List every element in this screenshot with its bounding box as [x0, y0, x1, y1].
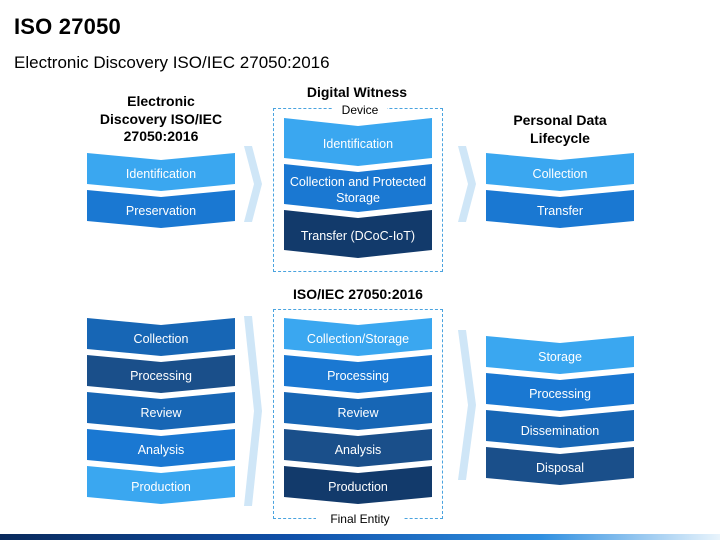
footer-gradient-bar	[0, 534, 720, 540]
process-step-label: Collection	[532, 167, 588, 182]
process-step-label: Analysis	[137, 443, 185, 458]
process-step-chevron: Processing	[284, 355, 432, 393]
process-step-chevron: Storage	[486, 336, 634, 374]
process-step-chevron: Production	[87, 466, 235, 504]
process-step-chevron: Processing	[87, 355, 235, 393]
process-step-chevron: Collection and Protected Storage	[284, 164, 432, 212]
slide-title: ISO 27050	[14, 14, 121, 39]
process-step-chevron: Processing	[486, 373, 634, 411]
process-step-label: Collection	[133, 332, 189, 347]
process-step-label: Storage	[538, 350, 582, 365]
process-step-chevron: Disposal	[486, 447, 634, 485]
final-entity-tag: Final Entity	[316, 511, 404, 527]
arrow-bottom-left-icon	[244, 316, 262, 506]
slide-subtitle: Electronic Discovery ISO/IEC 27050:2016	[14, 53, 330, 72]
process-step-chevron: Collection	[486, 153, 634, 191]
arrow-top-right-icon	[458, 146, 476, 222]
process-step-label: Collection and Protected Storage	[289, 175, 427, 205]
process-step-label: Review	[337, 406, 379, 421]
top-center-heading: Digital Witness	[306, 84, 408, 100]
process-step-chevron: Collection	[87, 318, 235, 356]
process-step-chevron: Analysis	[87, 429, 235, 467]
process-step-chevron: Transfer (DCoC-IoT)	[284, 210, 432, 258]
process-step-label: Production	[328, 480, 388, 495]
process-step-label: Transfer	[536, 204, 584, 219]
process-step-label: Review	[140, 406, 182, 421]
device-tag: Device	[333, 102, 387, 118]
process-step-label: Processing	[130, 369, 192, 384]
process-step-label: Production	[131, 480, 191, 495]
process-step-label: Processing	[327, 369, 389, 384]
process-step-label: Preservation	[125, 204, 197, 219]
process-step-chevron: Dissemination	[486, 410, 634, 448]
process-step-label: Transfer (DCoC-IoT)	[300, 229, 416, 244]
process-step-label: Identification	[125, 167, 197, 182]
process-step-chevron: Collection/Storage	[284, 318, 432, 356]
process-step-label: Identification	[322, 137, 394, 152]
process-step-chevron: Production	[284, 466, 432, 504]
process-step-chevron: Review	[284, 392, 432, 430]
process-step-chevron: Identification	[87, 153, 235, 191]
arrow-top-left-icon	[244, 146, 262, 222]
process-step-label: Analysis	[334, 443, 382, 458]
process-step-chevron: Identification	[284, 118, 432, 166]
process-step-chevron: Analysis	[284, 429, 432, 467]
arrow-bottom-right-icon	[458, 330, 476, 480]
bottom-center-heading: ISO/IEC 27050:2016	[293, 286, 423, 302]
process-step-label: Disposal	[536, 461, 584, 476]
top-left-heading: Electronic Discovery ISO/IEC 27050:2016	[99, 93, 223, 144]
process-step-chevron: Transfer	[486, 190, 634, 228]
process-step-label: Processing	[529, 387, 591, 402]
process-step-label: Dissemination	[520, 424, 600, 439]
process-step-chevron: Review	[87, 392, 235, 430]
top-right-heading: Personal Data Lifecycle	[513, 112, 607, 146]
process-step-chevron: Preservation	[87, 190, 235, 228]
process-step-label: Collection/Storage	[306, 332, 410, 347]
